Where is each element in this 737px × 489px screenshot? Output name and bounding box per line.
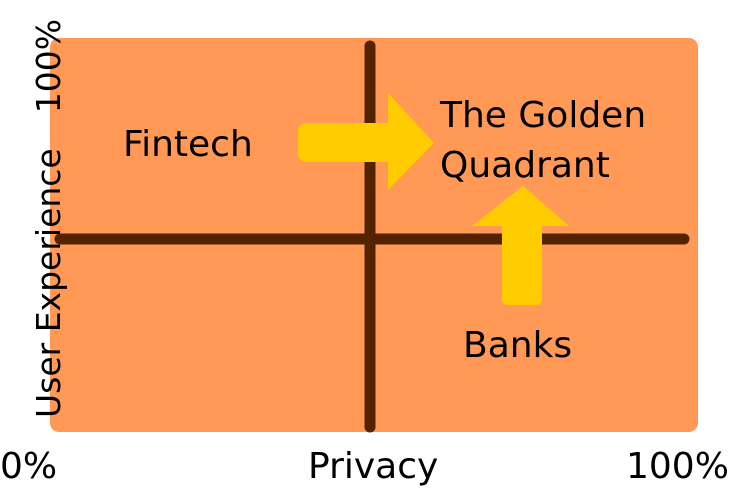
label-golden-line2: Quadrant — [440, 145, 610, 186]
arrow-right-icon — [298, 93, 434, 190]
label-fintech: Fintech — [123, 124, 253, 165]
x-axis-min-label: 0% — [0, 446, 58, 487]
label-golden-line1: The Golden — [440, 95, 647, 136]
label-banks: Banks — [463, 325, 573, 366]
y-axis-max-label: 100% — [29, 18, 68, 114]
x-axis-max-label: 100% — [626, 446, 729, 487]
x-axis-title: Privacy — [308, 446, 439, 487]
y-axis-title: User Experience 100% — [29, 18, 68, 418]
y-axis-label: User Experience — [29, 148, 68, 418]
arrow-up-icon — [472, 186, 569, 305]
